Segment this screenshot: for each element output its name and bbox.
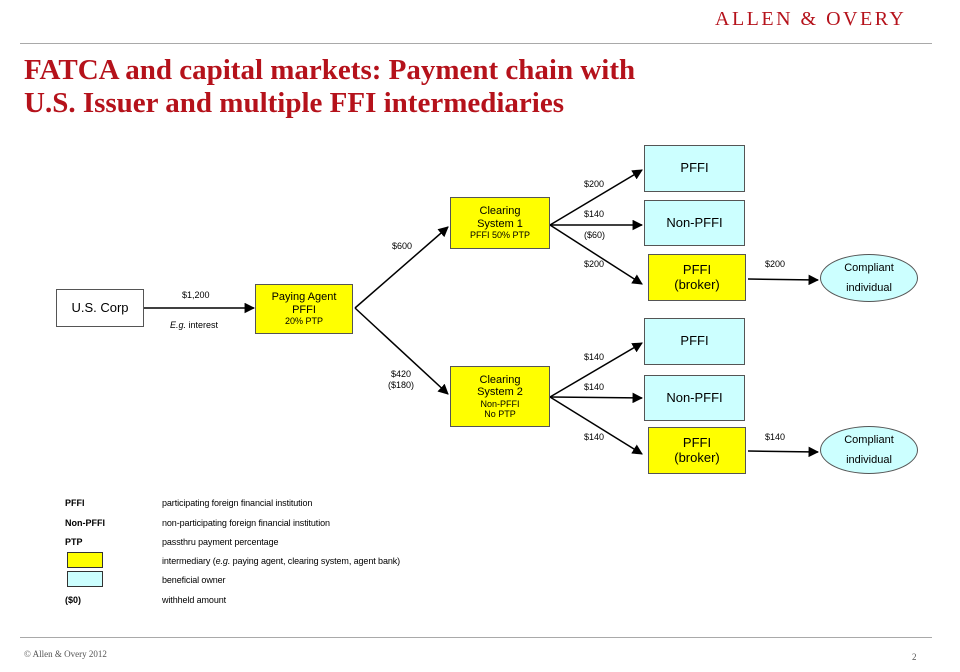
us-corp-label: U.S. Corp	[71, 299, 129, 315]
footer-divider	[20, 637, 932, 638]
arrow-cs2-to-nonpffi	[549, 392, 644, 404]
amount-cs1-to-pffi: $200	[584, 179, 605, 189]
allen-overy-logo: ALLEN & OVERY	[715, 8, 907, 30]
top-individual-line1: Compliant	[844, 262, 894, 274]
legend-beneficial-swatch	[67, 571, 103, 587]
top-pffi-box: PFFI	[644, 145, 745, 192]
top-broker-box: PFFI (broker)	[648, 254, 746, 301]
clearing1-ptp: PFFI 50% PTP	[469, 230, 531, 241]
clearing1-line2: System 1	[477, 217, 523, 230]
clearing-system-2-box: Clearing System 2 Non-PFFI No PTP	[450, 366, 550, 427]
bottom-pffi-box: PFFI	[644, 318, 745, 365]
amount-agent-to-cs2-paid: $420	[390, 369, 412, 379]
title-line-1: FATCA and capital markets: Payment chain…	[24, 54, 636, 86]
amount-corp-to-agent: $1,200	[182, 290, 210, 300]
title-line-2: U.S. Issuer and multiple FFI intermediar…	[24, 87, 564, 119]
arrow-broker2-to-individual	[747, 446, 820, 458]
arrow-cs1-to-pffi	[549, 169, 643, 226]
arrow-broker1-to-individual	[747, 274, 820, 286]
amount-cs2-to-nonpffi: $140	[584, 382, 605, 392]
amount-cs1-to-broker: $200	[584, 259, 605, 269]
bottom-nonpffi-box: Non-PFFI	[644, 375, 745, 421]
clearing2-ptp: No PTP	[484, 409, 516, 420]
amount-cs1-to-nonpffi: $140	[584, 209, 605, 219]
page-number: 2	[912, 652, 917, 662]
clearing2-line1: Clearing	[479, 373, 521, 386]
legend-pffi-key: PFFI	[65, 498, 85, 508]
clearing-system-1-box: Clearing System 1 PFFI 50% PTP	[450, 197, 550, 249]
top-nonpffi-label: Non-PFFI	[666, 214, 723, 230]
legend-intermediary-desc: intermediary (e.g. paying agent, clearin…	[162, 556, 400, 566]
clearing2-line2: System 2	[477, 386, 523, 399]
corp-note-prefix: E.g.	[170, 320, 187, 330]
top-pffi-label: PFFI	[680, 160, 709, 176]
amount-agent-to-cs2-withheld: ($180)	[388, 380, 415, 390]
legend-intermediary-swatch	[67, 552, 103, 568]
legend-nonpffi-desc: non-participating foreign financial inst…	[162, 518, 330, 528]
amount-broker1-to-individual: $200	[765, 259, 786, 269]
arrow-cs1-to-broker	[549, 224, 643, 285]
legend-pffi-desc: participating foreign financial institut…	[162, 498, 313, 508]
amount-agent-to-cs1: $600	[392, 241, 413, 251]
footer-copyright: © Allen & Overy 2012	[24, 649, 107, 659]
amount-cs1-withheld: ($60)	[584, 230, 606, 240]
legend-beneficial-desc: beneficial owner	[162, 575, 226, 585]
page-title: FATCA and capital markets: Payment chain…	[24, 54, 924, 120]
bottom-pffi-label: PFFI	[680, 333, 709, 349]
arrow-cs2-to-broker	[549, 396, 643, 455]
bottom-broker-line1: PFFI	[682, 434, 712, 450]
top-broker-line1: PFFI	[682, 261, 712, 277]
amount-cs2-to-pffi: $140	[584, 352, 605, 362]
top-compliant-individual: Compliant individual	[820, 254, 918, 302]
top-individual-line2: individual	[846, 282, 892, 294]
legend-withheld-desc: withheld amount	[162, 595, 227, 605]
amount-broker2-to-individual: $140	[765, 432, 786, 442]
legend-ptp-desc: passthru payment percentage	[162, 537, 279, 547]
paying-agent-line1: Paying Agent	[271, 291, 337, 304]
corp-payment-note: E.g. interest	[170, 320, 218, 331]
bottom-nonpffi-label: Non-PFFI	[666, 389, 723, 405]
paying-agent-ptp: 20% PTP	[284, 316, 324, 327]
bottom-compliant-individual: Compliant individual	[820, 426, 918, 474]
legend-intermediary-eg: e.g.	[215, 556, 231, 566]
legend-ptp-key: PTP	[65, 537, 83, 547]
legend-nonpffi-key: Non-PFFI	[65, 518, 105, 528]
clearing1-line1: Clearing	[479, 205, 521, 218]
bottom-individual-line1: Compliant	[844, 434, 894, 446]
top-broker-line2: (broker)	[674, 276, 720, 292]
top-nonpffi-box: Non-PFFI	[644, 200, 745, 246]
amount-cs2-to-broker: $140	[584, 432, 605, 442]
amount-agent-to-cs2: $420 ($180)	[388, 369, 414, 391]
legend-intermediary-prefix: intermediary (	[162, 556, 216, 566]
clearing2-status: Non-PFFI	[480, 398, 520, 409]
arrow-agent-to-cs1	[354, 226, 449, 309]
paying-agent-box: Paying Agent PFFI 20% PTP	[255, 284, 353, 334]
arrow-agent-to-cs2	[354, 307, 449, 395]
legend-withheld-key: ($0)	[65, 595, 82, 605]
bottom-broker-line2: (broker)	[674, 449, 720, 465]
bottom-individual-line2: individual	[846, 454, 892, 466]
bottom-broker-box: PFFI (broker)	[648, 427, 746, 474]
header-divider	[20, 43, 932, 44]
legend-intermediary-suffix: paying agent, clearing system, agent ban…	[230, 556, 401, 566]
us-corp-box: U.S. Corp	[56, 289, 144, 327]
paying-agent-line2: PFFI	[292, 303, 316, 316]
arrow-cs2-to-pffi	[549, 342, 643, 398]
corp-note-suffix: interest	[188, 320, 219, 330]
